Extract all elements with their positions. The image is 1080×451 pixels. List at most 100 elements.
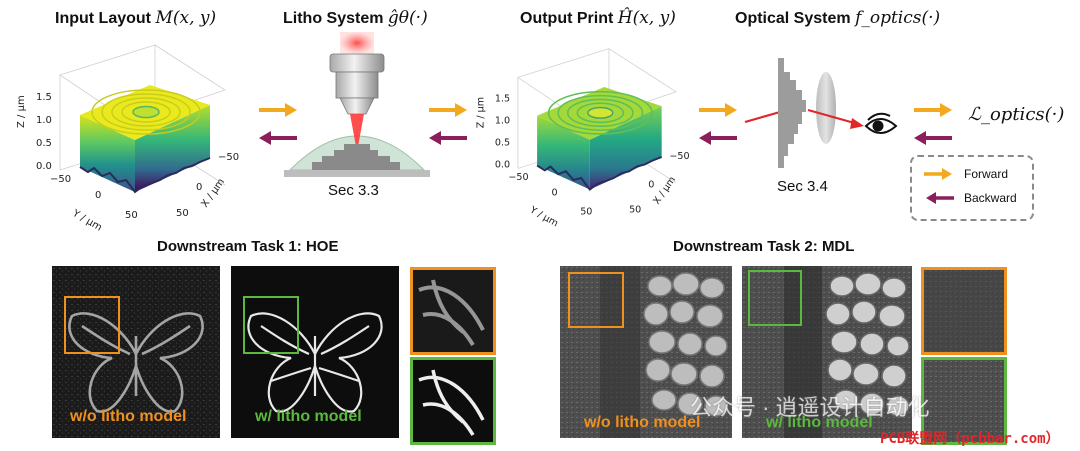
x-axis-label: X / μm: [199, 177, 227, 210]
z-tick-labels: 1.5 1.0 0.5 0.0: [36, 92, 52, 172]
task2-left-caption: w/o litho model: [584, 414, 701, 431]
output-print-3d-plot: 1.5 1.0 0.5 0.0 Z / μm −50 0 50 Y / μm −…: [475, 48, 690, 229]
ray-arrowhead: [850, 118, 864, 129]
hoe-with-litho-image: w/ litho model: [231, 266, 399, 438]
legend-backward: Backward: [924, 191, 1017, 205]
forward-arrow: [699, 103, 737, 117]
forward-arrow: [914, 103, 952, 117]
arrows-4: [914, 103, 952, 145]
svg-text:0.5: 0.5: [495, 137, 510, 148]
zoom-sharp-wing: [418, 369, 485, 436]
zoom-region-green: [243, 296, 299, 354]
backward-arrow-icon: [926, 192, 954, 204]
backward-arrow: [699, 131, 737, 145]
input-layout-3d-plot: 1.5 1.0 0.5 0.0 Z / μm −50 0 50 Y / μm −…: [16, 44, 239, 234]
svg-text:0: 0: [551, 187, 557, 198]
substrate: [284, 170, 430, 177]
hoe-without-litho-image: w/o litho model: [52, 266, 220, 438]
block-front-face: [537, 115, 590, 190]
incoming-ray: [744, 110, 781, 124]
laser-beam: [350, 114, 364, 152]
hoe-profile: [784, 72, 806, 156]
hoe-zoom-with-litho: [410, 357, 496, 445]
optical-system-heading: Optical System f_optics(·): [735, 8, 941, 28]
zoom-blurry-grain: [924, 270, 1004, 352]
forward-arrow: [429, 103, 467, 117]
printed-structure: [312, 144, 400, 170]
svg-text:0: 0: [95, 190, 101, 201]
zoom-region-green: [748, 270, 802, 326]
z-axis-label: Z / μm: [16, 95, 27, 128]
task1-left-caption: w/o litho model: [70, 408, 187, 425]
objective-top: [329, 53, 385, 73]
arrows-2: [429, 103, 467, 145]
svg-text:1.0: 1.0: [495, 115, 510, 126]
svg-text:50: 50: [580, 206, 592, 217]
svg-text:50: 50: [629, 205, 641, 216]
forward-arrow-icon: [924, 168, 952, 180]
hoe-substrate: [778, 58, 784, 168]
arrows-3: [699, 103, 737, 145]
svg-text:0.5: 0.5: [36, 138, 52, 149]
hoe-zoom-without-litho: [410, 267, 496, 355]
mdl-zoom-with-litho: [921, 357, 1007, 445]
litho-sec-label: Sec 3.3: [328, 182, 379, 199]
block-bottom-edge: [536, 156, 663, 191]
watermark-site: PCB联盟网（pcbbar.com）: [880, 431, 1060, 447]
litho-system-heading: Litho System ĝθ(·): [283, 8, 428, 28]
task2-title: Downstream Task 2: MDL: [673, 238, 855, 255]
mdl-texture-blurry: [560, 266, 732, 438]
svg-text:1.0: 1.0: [36, 115, 52, 126]
block-bottom-edge: [79, 157, 211, 194]
forward-arrow: [259, 103, 297, 117]
mdl-without-litho-image: w/o litho model: [560, 266, 732, 438]
x-tick-labels: −50 0 50: [176, 152, 239, 219]
y-tick-labels: −50 0 50: [508, 172, 592, 218]
svg-text:−50: −50: [50, 174, 71, 185]
svg-text:0.0: 0.0: [36, 161, 52, 172]
refracted-ray: [807, 108, 859, 126]
mdl-texture-sharp: [742, 266, 912, 438]
lens: [816, 72, 836, 144]
block-front-face: [80, 115, 135, 192]
optical-system-illustration: [744, 58, 898, 168]
loss-function: ℒ_optics(·): [968, 104, 1065, 125]
zoom-sharp-grain: [924, 360, 1004, 442]
legend-forward: Forward: [924, 167, 1008, 181]
legend-forward-label: Forward: [964, 167, 1009, 181]
y-axis-label: Y / μm: [70, 208, 104, 234]
svg-text:0: 0: [648, 180, 654, 191]
svg-text:50: 50: [125, 210, 138, 221]
x-tick-labels: −50 0 50: [629, 151, 689, 216]
objective-tip: [339, 97, 375, 115]
y-axis-label: Y / μm: [527, 204, 560, 229]
task1-title: Downstream Task 1: HOE: [157, 238, 339, 255]
block-right-face: [135, 105, 210, 192]
zoom-region-orange: [64, 296, 120, 354]
eye-icon: [864, 112, 898, 134]
task2-right-caption: w/ litho model: [766, 414, 873, 431]
svg-text:−50: −50: [218, 152, 239, 163]
arrows-1: [259, 103, 297, 145]
svg-text:50: 50: [176, 208, 189, 219]
svg-text:1.5: 1.5: [36, 92, 52, 103]
y-tick-labels: −50 0 50: [50, 174, 138, 221]
center-dimple: [587, 106, 614, 119]
svg-text:0.0: 0.0: [495, 159, 510, 170]
z-tick-labels: 1.5 1.0 0.5 0.0: [495, 93, 510, 170]
backward-arrow: [259, 131, 297, 145]
backward-arrow: [914, 131, 952, 145]
output-print-heading: Output Print Ĥ(x, y): [520, 8, 676, 28]
litho-system-illustration: [284, 32, 430, 177]
legend: Forward Backward: [910, 155, 1034, 221]
x-axis-label: X / μm: [651, 175, 678, 207]
legend-backward-label: Backward: [964, 191, 1017, 205]
ring-pattern: [91, 89, 201, 135]
svg-text:−50: −50: [669, 151, 689, 162]
objective-body: [335, 71, 379, 99]
ring-pattern: [547, 91, 653, 135]
svg-text:−50: −50: [508, 172, 528, 183]
watermark-wechat: 公众号 · 逍遥设计自动化: [690, 395, 930, 420]
block-right-face: [589, 106, 662, 190]
svg-text:0: 0: [196, 182, 202, 193]
